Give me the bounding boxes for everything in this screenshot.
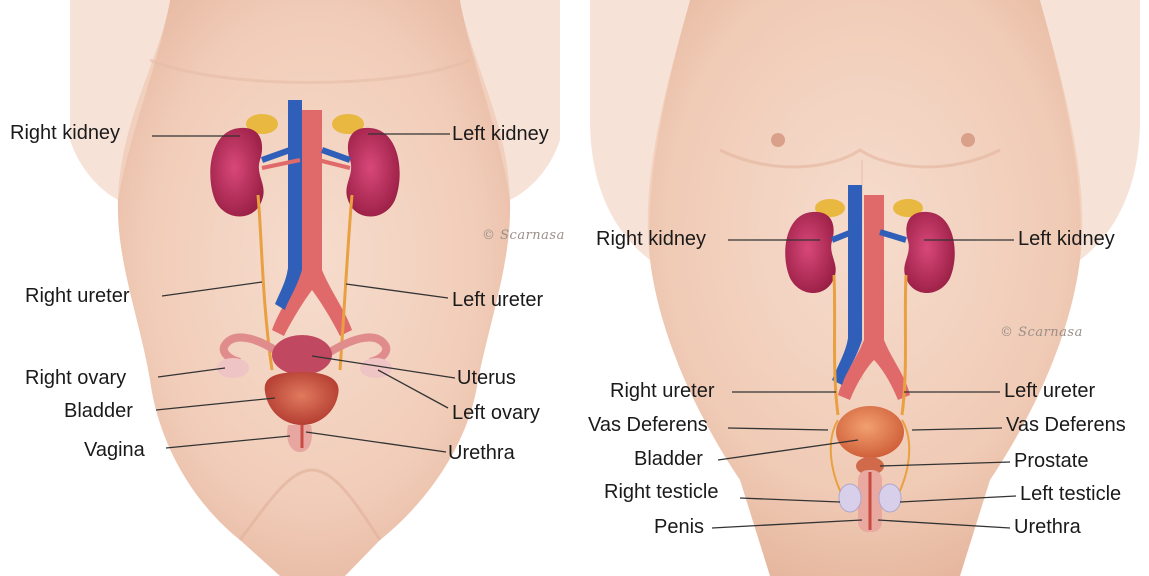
label-female-right-ovary: Right ovary <box>25 368 126 388</box>
label-male-penis: Penis <box>654 517 704 537</box>
label-female-uterus: Uterus <box>457 368 516 388</box>
label-female-left-ovary: Left ovary <box>452 403 540 423</box>
label-male-vas-deferens-right: Vas Deferens <box>588 415 708 435</box>
label-male-prostate: Prostate <box>1014 451 1088 471</box>
male-bladder <box>836 406 904 458</box>
label-male-right-kidney: Right kidney <box>596 229 706 249</box>
label-female-urethra: Urethra <box>448 443 515 463</box>
label-male-left-testicle: Left testicle <box>1020 484 1121 504</box>
male-artist-signature: © Scarnasa <box>1000 325 1083 340</box>
label-male-right-testicle: Right testicle <box>604 482 719 502</box>
label-male-vas-deferens-left: Vas Deferens <box>1006 415 1126 435</box>
label-female-bladder: Bladder <box>64 401 133 421</box>
label-male-right-ureter: Right ureter <box>610 381 715 401</box>
male-right-nipple <box>771 133 785 147</box>
label-male-left-kidney: Left kidney <box>1018 229 1115 249</box>
male-left-nipple <box>961 133 975 147</box>
label-male-left-ureter: Left ureter <box>1004 381 1095 401</box>
label-male-bladder: Bladder <box>634 449 703 469</box>
male-left-kidney <box>904 212 954 293</box>
male-left-testicle <box>879 484 901 512</box>
male-right-testicle <box>839 484 861 512</box>
female-figure <box>70 0 560 576</box>
label-female-vagina: Vagina <box>84 440 145 460</box>
male-right-kidney <box>785 212 835 293</box>
label-female-left-kidney: Left kidney <box>452 124 549 144</box>
label-female-right-kidney: Right kidney <box>10 123 120 143</box>
female-artist-signature: © Scarnasa <box>482 228 565 243</box>
label-male-urethra: Urethra <box>1014 517 1081 537</box>
label-female-left-ureter: Left ureter <box>452 290 543 310</box>
label-female-right-ureter: Right ureter <box>25 286 130 306</box>
female-uterus <box>272 335 332 375</box>
